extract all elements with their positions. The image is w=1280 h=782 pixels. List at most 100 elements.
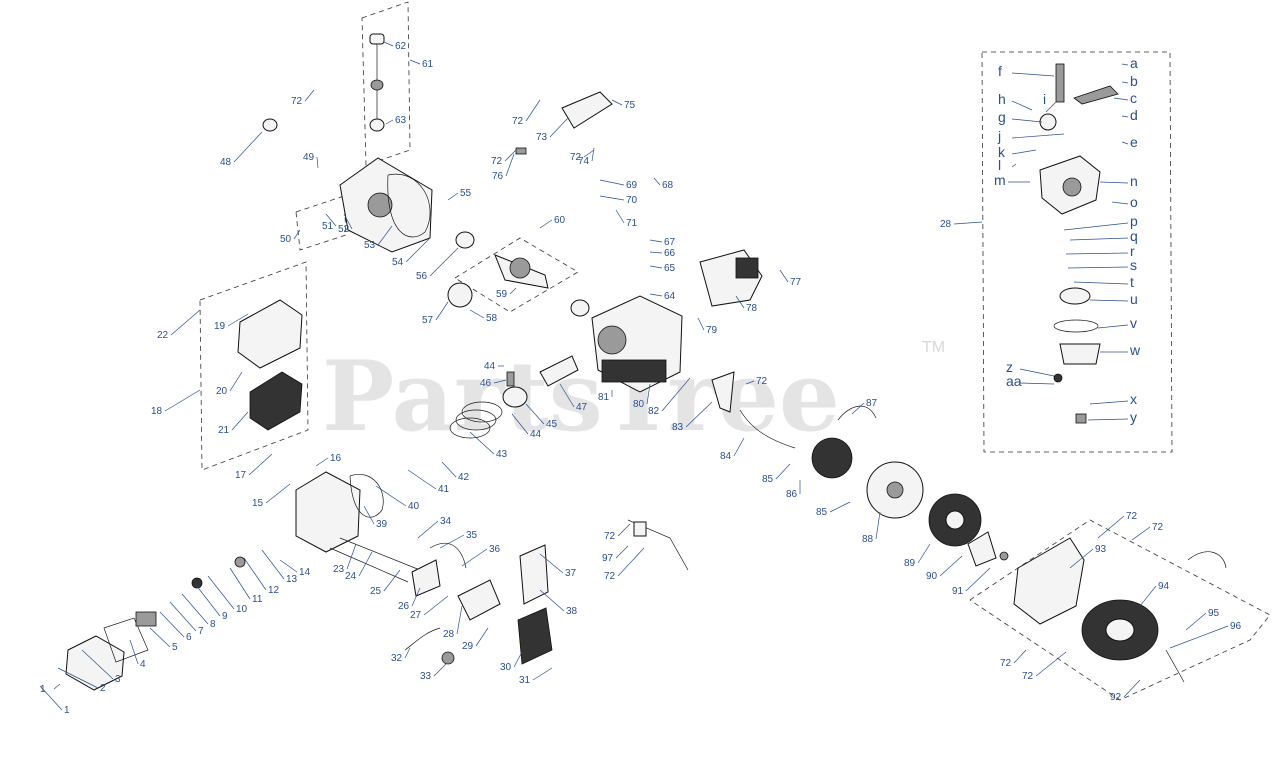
callout-n9[interactable]: 9	[222, 611, 228, 622]
callout-n38[interactable]: 38	[566, 606, 578, 617]
callout-n83[interactable]: 83	[672, 422, 684, 433]
callout-n72[interactable]: 72	[1126, 511, 1138, 522]
callout-n50[interactable]: 50	[280, 234, 292, 245]
callout-n71[interactable]: 71	[626, 218, 638, 229]
callout-n61[interactable]: 61	[422, 59, 434, 70]
callout-n47[interactable]: 47	[576, 402, 588, 413]
callout-n59[interactable]: 59	[496, 289, 508, 300]
callout-n81[interactable]: 81	[598, 392, 610, 403]
callout-kit-t[interactable]: t	[1130, 274, 1134, 290]
callout-n17[interactable]: 17	[235, 470, 247, 481]
callout-n24[interactable]: 24	[345, 571, 357, 582]
callout-n39[interactable]: 39	[376, 519, 388, 530]
callout-n34[interactable]: 34	[440, 516, 452, 527]
starter-motor[interactable]	[699, 249, 763, 307]
callout-n88[interactable]: 88	[862, 534, 874, 545]
callout-n54[interactable]: 54	[392, 257, 404, 268]
callout-n5[interactable]: 5	[172, 642, 178, 653]
callout-kit-d[interactable]: d	[1130, 107, 1138, 123]
callout-n11[interactable]: 11	[252, 594, 263, 605]
callout-n57[interactable]: 57	[422, 315, 434, 326]
callout-kit-u[interactable]: u	[1130, 291, 1138, 307]
callout-n43[interactable]: 43	[496, 449, 508, 460]
callout-kit-v[interactable]: v	[1130, 315, 1137, 331]
callout-n75[interactable]: 75	[624, 100, 636, 111]
callout-n72[interactable]: 72	[1022, 671, 1034, 682]
callout-n60[interactable]: 60	[554, 215, 566, 226]
callout-n72[interactable]: 72	[491, 156, 503, 167]
callout-n4[interactable]: 4	[140, 659, 146, 670]
callout-n80[interactable]: 80	[633, 399, 645, 410]
callout-n1[interactable]: 1	[40, 684, 46, 695]
callout-n79[interactable]: 79	[706, 325, 718, 336]
callout-n65[interactable]: 65	[664, 263, 676, 274]
callout-n72[interactable]: 72	[604, 571, 616, 582]
callout-n58[interactable]: 58	[486, 313, 498, 324]
callout-n37[interactable]: 37	[565, 568, 577, 579]
callout-n6[interactable]: 6	[186, 632, 192, 643]
callout-n45[interactable]: 45	[546, 419, 558, 430]
recoil-assembly[interactable]	[1013, 537, 1227, 683]
callout-kit-c[interactable]: c	[1130, 90, 1137, 106]
callout-n77[interactable]: 77	[790, 277, 802, 288]
callout-kit-h[interactable]: h	[998, 91, 1006, 107]
callout-kit-g[interactable]: g	[998, 109, 1006, 125]
callout-kit-a[interactable]: a	[1130, 55, 1138, 71]
callout-kit-i[interactable]: i	[1043, 91, 1046, 107]
callout-n89[interactable]: 89	[904, 558, 916, 569]
callout-n90[interactable]: 90	[926, 571, 938, 582]
callout-n86[interactable]: 86	[786, 489, 798, 500]
callout-n76[interactable]: 76	[492, 171, 504, 182]
ignition-and-flywheel[interactable]	[711, 371, 1009, 567]
callout-n93[interactable]: 93	[1095, 544, 1107, 555]
callout-n92[interactable]: 92	[1110, 692, 1122, 703]
callout-n31[interactable]: 31	[519, 675, 531, 686]
callout-n20[interactable]: 20	[216, 386, 228, 397]
callout-n72[interactable]: 72	[291, 96, 303, 107]
callout-n74[interactable]: 74	[578, 156, 590, 167]
dipstick[interactable]	[369, 33, 385, 132]
callout-n13[interactable]: 13	[286, 574, 298, 585]
callout-n16[interactable]: 16	[330, 453, 342, 464]
callout-n72[interactable]: 72	[604, 531, 616, 542]
callout-n73[interactable]: 73	[536, 132, 548, 143]
callout-n55[interactable]: 55	[460, 188, 472, 199]
callout-n28[interactable]: 28	[443, 629, 455, 640]
callout-n25[interactable]: 25	[370, 586, 382, 597]
callout-n32[interactable]: 32	[391, 653, 403, 664]
callout-n29[interactable]: 29	[462, 641, 474, 652]
callout-n10[interactable]: 10	[236, 604, 248, 615]
air-filter-group[interactable]	[237, 299, 303, 431]
carburetor-assembly[interactable]	[404, 542, 553, 665]
callout-n67[interactable]: 67	[664, 237, 676, 248]
callout-n51[interactable]: 51	[322, 221, 334, 232]
callout-n85[interactable]: 85	[816, 507, 828, 518]
callout-kit-l[interactable]: l	[998, 157, 1001, 173]
callout-kit-p[interactable]: p	[1130, 213, 1138, 229]
callout-n85[interactable]: 85	[762, 474, 774, 485]
callout-n78[interactable]: 78	[746, 303, 758, 314]
callout-n95[interactable]: 95	[1208, 608, 1220, 619]
callout-n70[interactable]: 70	[626, 195, 638, 206]
callout-kit-j[interactable]: j	[997, 128, 1001, 144]
callout-n40[interactable]: 40	[408, 501, 420, 512]
callout-kit-k[interactable]: k	[998, 144, 1006, 160]
callout-n64[interactable]: 64	[664, 291, 676, 302]
callout-n19[interactable]: 19	[214, 321, 226, 332]
callout-n62[interactable]: 62	[395, 41, 407, 52]
callout-n27[interactable]: 27	[410, 610, 422, 621]
callout-kit-m[interactable]: m	[994, 172, 1006, 188]
callout-n72[interactable]: 72	[756, 376, 768, 387]
callout-n97[interactable]: 97	[602, 553, 614, 564]
governor-linkage[interactable]	[627, 519, 689, 571]
callout-n23[interactable]: 23	[333, 564, 345, 575]
callout-n87[interactable]: 87	[866, 398, 878, 409]
callout-n68[interactable]: 68	[662, 180, 674, 191]
callout-n72[interactable]: 72	[1152, 522, 1164, 533]
callout-kit-f[interactable]: f	[998, 63, 1002, 79]
breather-cover[interactable]	[515, 91, 613, 155]
callout-n8[interactable]: 8	[210, 619, 216, 630]
callout-kit-o[interactable]: o	[1130, 194, 1138, 210]
callout-n66[interactable]: 66	[664, 248, 676, 259]
callout-kit-x[interactable]: x	[1130, 391, 1137, 407]
